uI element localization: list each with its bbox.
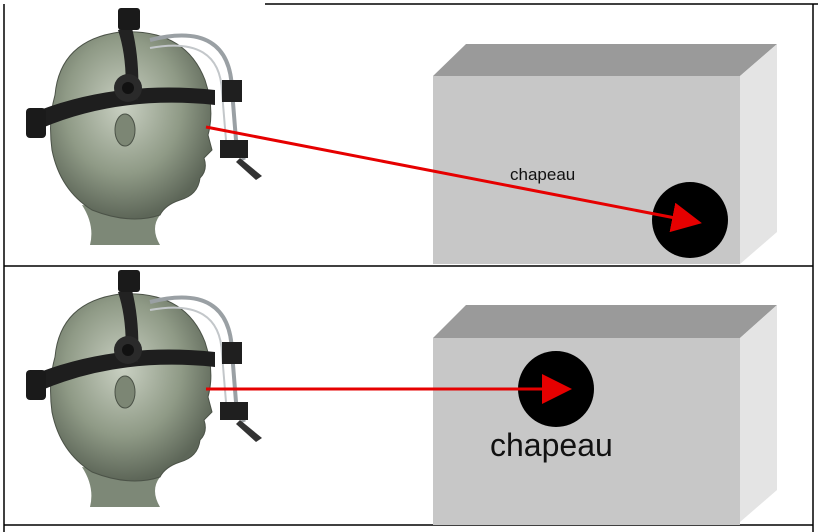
eye-tracker-head-icon: [24, 6, 264, 247]
panel-borders: [3, 3, 818, 532]
gaze-arrow: [205, 125, 702, 233]
word-label: chapeau: [510, 165, 575, 184]
panel-2: chapeau: [24, 268, 777, 525]
panel-1: chapeau: [24, 6, 777, 264]
target-box: [433, 305, 777, 525]
word-label: chapeau: [490, 427, 613, 463]
